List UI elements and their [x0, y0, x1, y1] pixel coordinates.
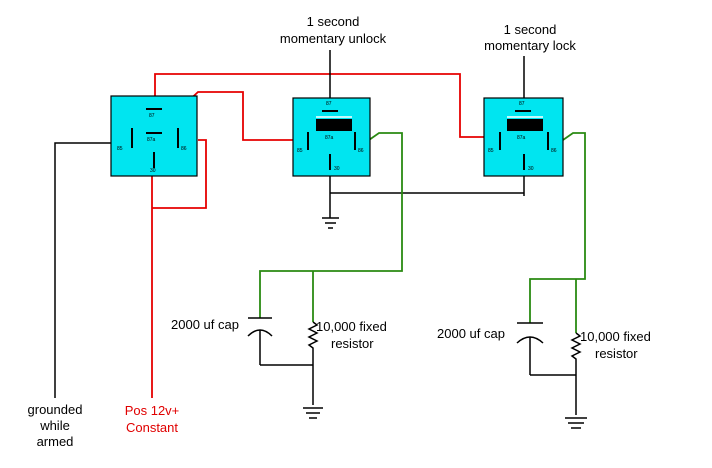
pin-87-label: 87	[519, 101, 525, 107]
relay-1: 87 87a 85 86 30	[110, 95, 198, 177]
grounded-label-line1: grounded	[28, 402, 83, 417]
resistor-icon	[307, 321, 319, 405]
pin-85-label: 85	[488, 148, 494, 154]
pin-86-label: 86	[358, 148, 364, 154]
pin-87a-label: 87a	[325, 135, 334, 141]
unlock-label-line2: momentary unlock	[280, 31, 387, 46]
ground-icon	[303, 407, 323, 419]
grounded-label-line3: armed	[37, 434, 74, 449]
pos-12v-label-line2: Constant	[126, 420, 178, 435]
relay-contact-block	[507, 119, 543, 131]
res1-label-line2: resistor	[331, 336, 374, 351]
pin-87a-label: 87a	[147, 137, 156, 143]
timer-circuit-2	[516, 132, 587, 429]
ground-icon	[322, 217, 339, 229]
pin-87-label: 87	[326, 101, 332, 107]
pin-87a-label: 87a	[517, 135, 526, 141]
resistor-icon	[570, 332, 582, 415]
green-wire-cap2	[529, 132, 586, 323]
timer-circuit-1	[247, 132, 403, 419]
pin-30-label: 30	[150, 168, 156, 174]
pos-12v-label-line1: Pos 12v+	[125, 403, 180, 418]
pin-30-label: 30	[528, 166, 534, 172]
pin-87-label: 87	[149, 113, 155, 119]
res1-label-line1: 10,000 fixed	[316, 319, 387, 334]
res2-label-line2: resistor	[595, 346, 638, 361]
pin-86-label: 86	[181, 146, 187, 152]
pin-30-label: 30	[334, 166, 340, 172]
relay-contact-block	[316, 119, 352, 131]
red-wire-relay1-86	[152, 139, 207, 209]
unlock-label-line1: 1 second	[307, 14, 360, 29]
pin-86-label: 86	[551, 148, 557, 154]
lock-label-line2: momentary lock	[484, 38, 576, 53]
res2-label-line1: 10,000 fixed	[580, 329, 651, 344]
black-wire-armed-ground	[54, 142, 111, 398]
pin-85-label: 85	[117, 146, 123, 152]
labels: 1 second momentary unlock 1 second momen…	[28, 14, 651, 449]
lock-label-line1: 1 second	[504, 22, 557, 37]
capacitor-icon	[247, 317, 273, 365]
relay-3: 87 87a 85 86 30	[483, 97, 564, 177]
pin-85-label: 85	[297, 148, 303, 154]
ground-icon	[565, 417, 587, 429]
cap2-label: 2000 uf cap	[437, 326, 505, 341]
green-wire-cap1	[259, 132, 403, 318]
ground-wiring	[54, 50, 525, 398]
capacitor-icon	[516, 322, 544, 375]
relay-2: 87 87a 85 86 30	[292, 97, 371, 177]
red-wire-top-bus	[154, 73, 488, 138]
grounded-label-line2: while	[39, 418, 70, 433]
cap1-label: 2000 uf cap	[171, 317, 239, 332]
